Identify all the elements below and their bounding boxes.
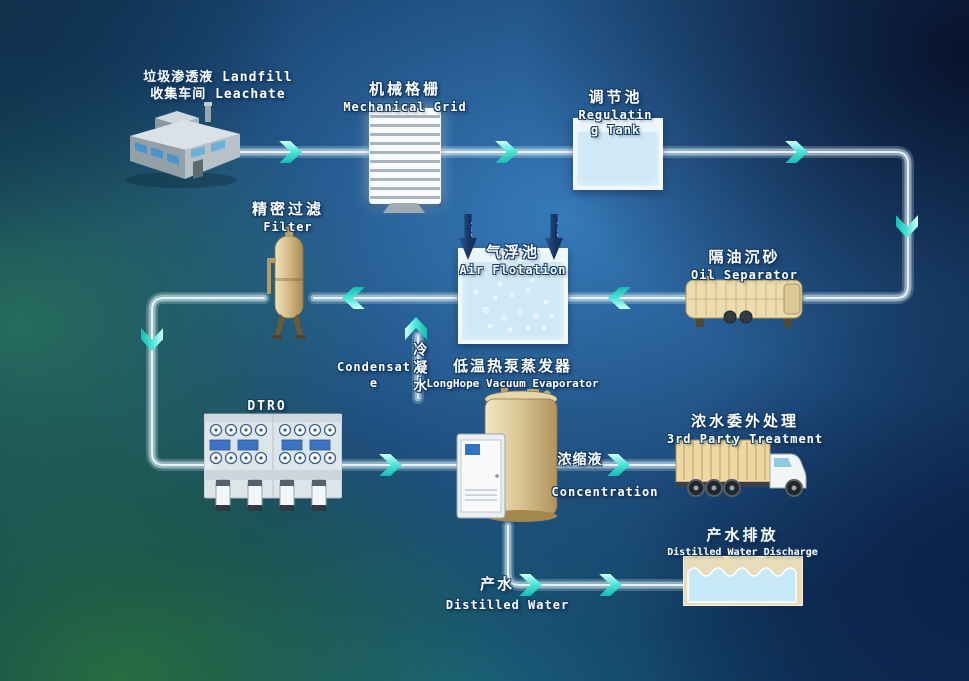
factory-label-line1: 垃圾渗透液 Landfill — [143, 70, 293, 85]
regulating-tank-label-en1: Regulatin — [578, 107, 653, 122]
regulating-tank-label-cn: 调节池 — [588, 88, 643, 106]
oil-separator-label-cn: 隔油沉砂 — [708, 248, 781, 266]
distilled-water-label-cn: 产水 — [462, 575, 532, 595]
oil-separator-label-en: Oil Separator — [691, 267, 798, 282]
condensate-label-en1: Condensat — [336, 360, 412, 374]
concentration-en-text: Concentration — [551, 485, 659, 499]
mechanical-grid-base — [383, 203, 425, 213]
factory-label-line2: 收集车间 Leachate — [150, 86, 286, 102]
regulating-tank-label-en2: g Tank — [590, 123, 641, 138]
evaporator-label-en: LongHope Vacuum Evaporator — [426, 376, 599, 390]
concentration-label-en: Concentration — [535, 485, 675, 501]
condensate-label: Condensat e — [324, 360, 424, 391]
third-party-label: 浓水委外处理 3rd Party Treatment — [650, 412, 840, 447]
filter-label-cn: 精密过滤 — [251, 200, 324, 218]
discharge-label: 产水排放 Distilled Water Discharge — [650, 526, 835, 559]
dtro-label: DTRO — [227, 399, 307, 416]
evaporator-label: 低温热泵蒸发器 LongHope Vacuum Evaporator — [415, 357, 610, 391]
regulating-tank-illustration — [573, 118, 663, 190]
mechanical-grid-label-en: Mechanical Grid — [343, 99, 467, 114]
distilled-water-en-text: Distilled Water — [445, 598, 570, 612]
air-flotation-label: 气浮池 Air Flotation — [448, 243, 578, 278]
condensate-label-en2: e — [369, 375, 379, 390]
factory-label: 垃圾渗透液 Landfill 收集车间 Leachate — [128, 70, 308, 104]
discharge-label-cn: 产水排放 — [706, 526, 779, 544]
regulating-tank-label: 调节池 Regulatin g Tank — [568, 88, 663, 139]
air-flotation-illustration — [458, 248, 568, 344]
discharge-label-en: Distilled Water Discharge — [667, 546, 818, 558]
mechanical-grid-illustration — [369, 108, 441, 204]
air-flotation-label-en: Air Flotation — [459, 262, 567, 277]
concentration-cn-text: 浓缩液 — [557, 452, 603, 468]
mechanical-grid-label: 机械格栅 Mechanical Grid — [330, 80, 480, 115]
factory-illustration — [115, 98, 245, 188]
truck-illustration — [674, 434, 816, 506]
filter-illustration — [260, 226, 318, 342]
oil-separator-illustration — [684, 276, 808, 330]
dtro-illustration — [204, 412, 342, 516]
filter-label: 精密过滤 Filter — [238, 200, 338, 235]
mechanical-grid-label-cn: 机械格栅 — [368, 80, 441, 98]
distilled-water-cn-text: 产水 — [479, 575, 514, 593]
third-party-label-cn: 浓水委外处理 — [690, 412, 799, 430]
condensate-label-cn: 冷凝水 — [411, 342, 428, 396]
concentration-label-cn: 浓缩液 — [545, 451, 615, 469]
dtro-label-text: DTRO — [247, 399, 287, 414]
oil-separator-label: 隔油沉砂 Oil Separator — [672, 248, 817, 283]
third-party-label-en: 3rd Party Treatment — [666, 431, 824, 446]
distilled-water-label-en: Distilled Water — [420, 598, 595, 614]
discharge-pool-illustration — [683, 556, 803, 606]
air-flotation-label-cn: 气浮池 — [485, 243, 540, 261]
evaporator-illustration — [455, 386, 563, 532]
evaporator-label-cn: 低温热泵蒸发器 — [452, 357, 572, 375]
filter-label-en: Filter — [263, 219, 313, 234]
